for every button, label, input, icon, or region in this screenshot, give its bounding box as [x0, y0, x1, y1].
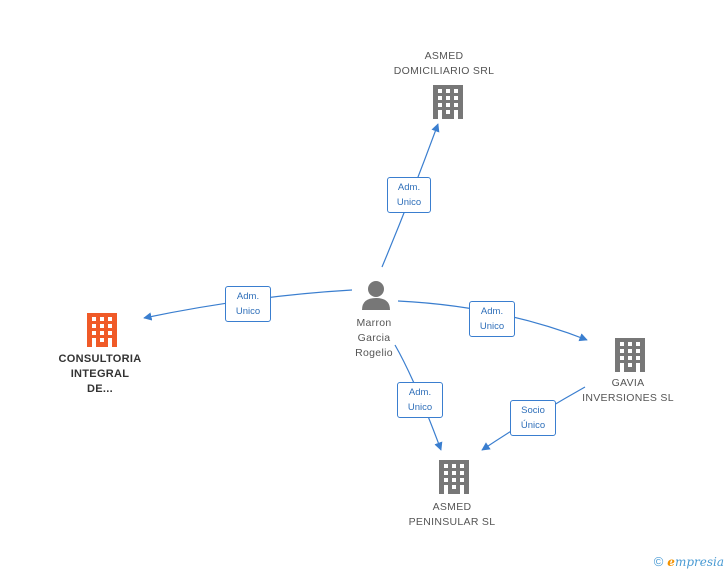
empresia-logo: ©empresia: [653, 554, 724, 569]
node-label-person[interactable]: Marron Garcia Rogelio: [355, 317, 393, 359]
node-label-peninsular[interactable]: ASMED PENINSULAR SL: [408, 501, 496, 528]
node-label-consultoria[interactable]: CONSULTORIA INTEGRAL DE...: [58, 353, 142, 395]
building-icon-domiciliario[interactable]: [433, 85, 463, 119]
node-label-domiciliario[interactable]: ASMED DOMICILIARIO SRL: [393, 50, 495, 77]
edge-label-to-consultoria: Adm.Unico: [225, 286, 271, 322]
building-icon-consultoria[interactable]: [87, 313, 117, 347]
building-icon-gavia[interactable]: [615, 338, 645, 372]
person-icon[interactable]: [362, 281, 390, 310]
edge-label-to-gavia: Adm.Unico: [469, 301, 515, 337]
copyright-icon: ©: [653, 554, 664, 569]
building-icon-peninsular[interactable]: [439, 460, 469, 494]
edge-label-to-domiciliario: Adm.Unico: [387, 177, 431, 213]
edge-label-to-peninsular: Adm.Unico: [397, 382, 443, 418]
node-label-gavia[interactable]: GAVIA INVERSIONES SL: [582, 377, 674, 404]
